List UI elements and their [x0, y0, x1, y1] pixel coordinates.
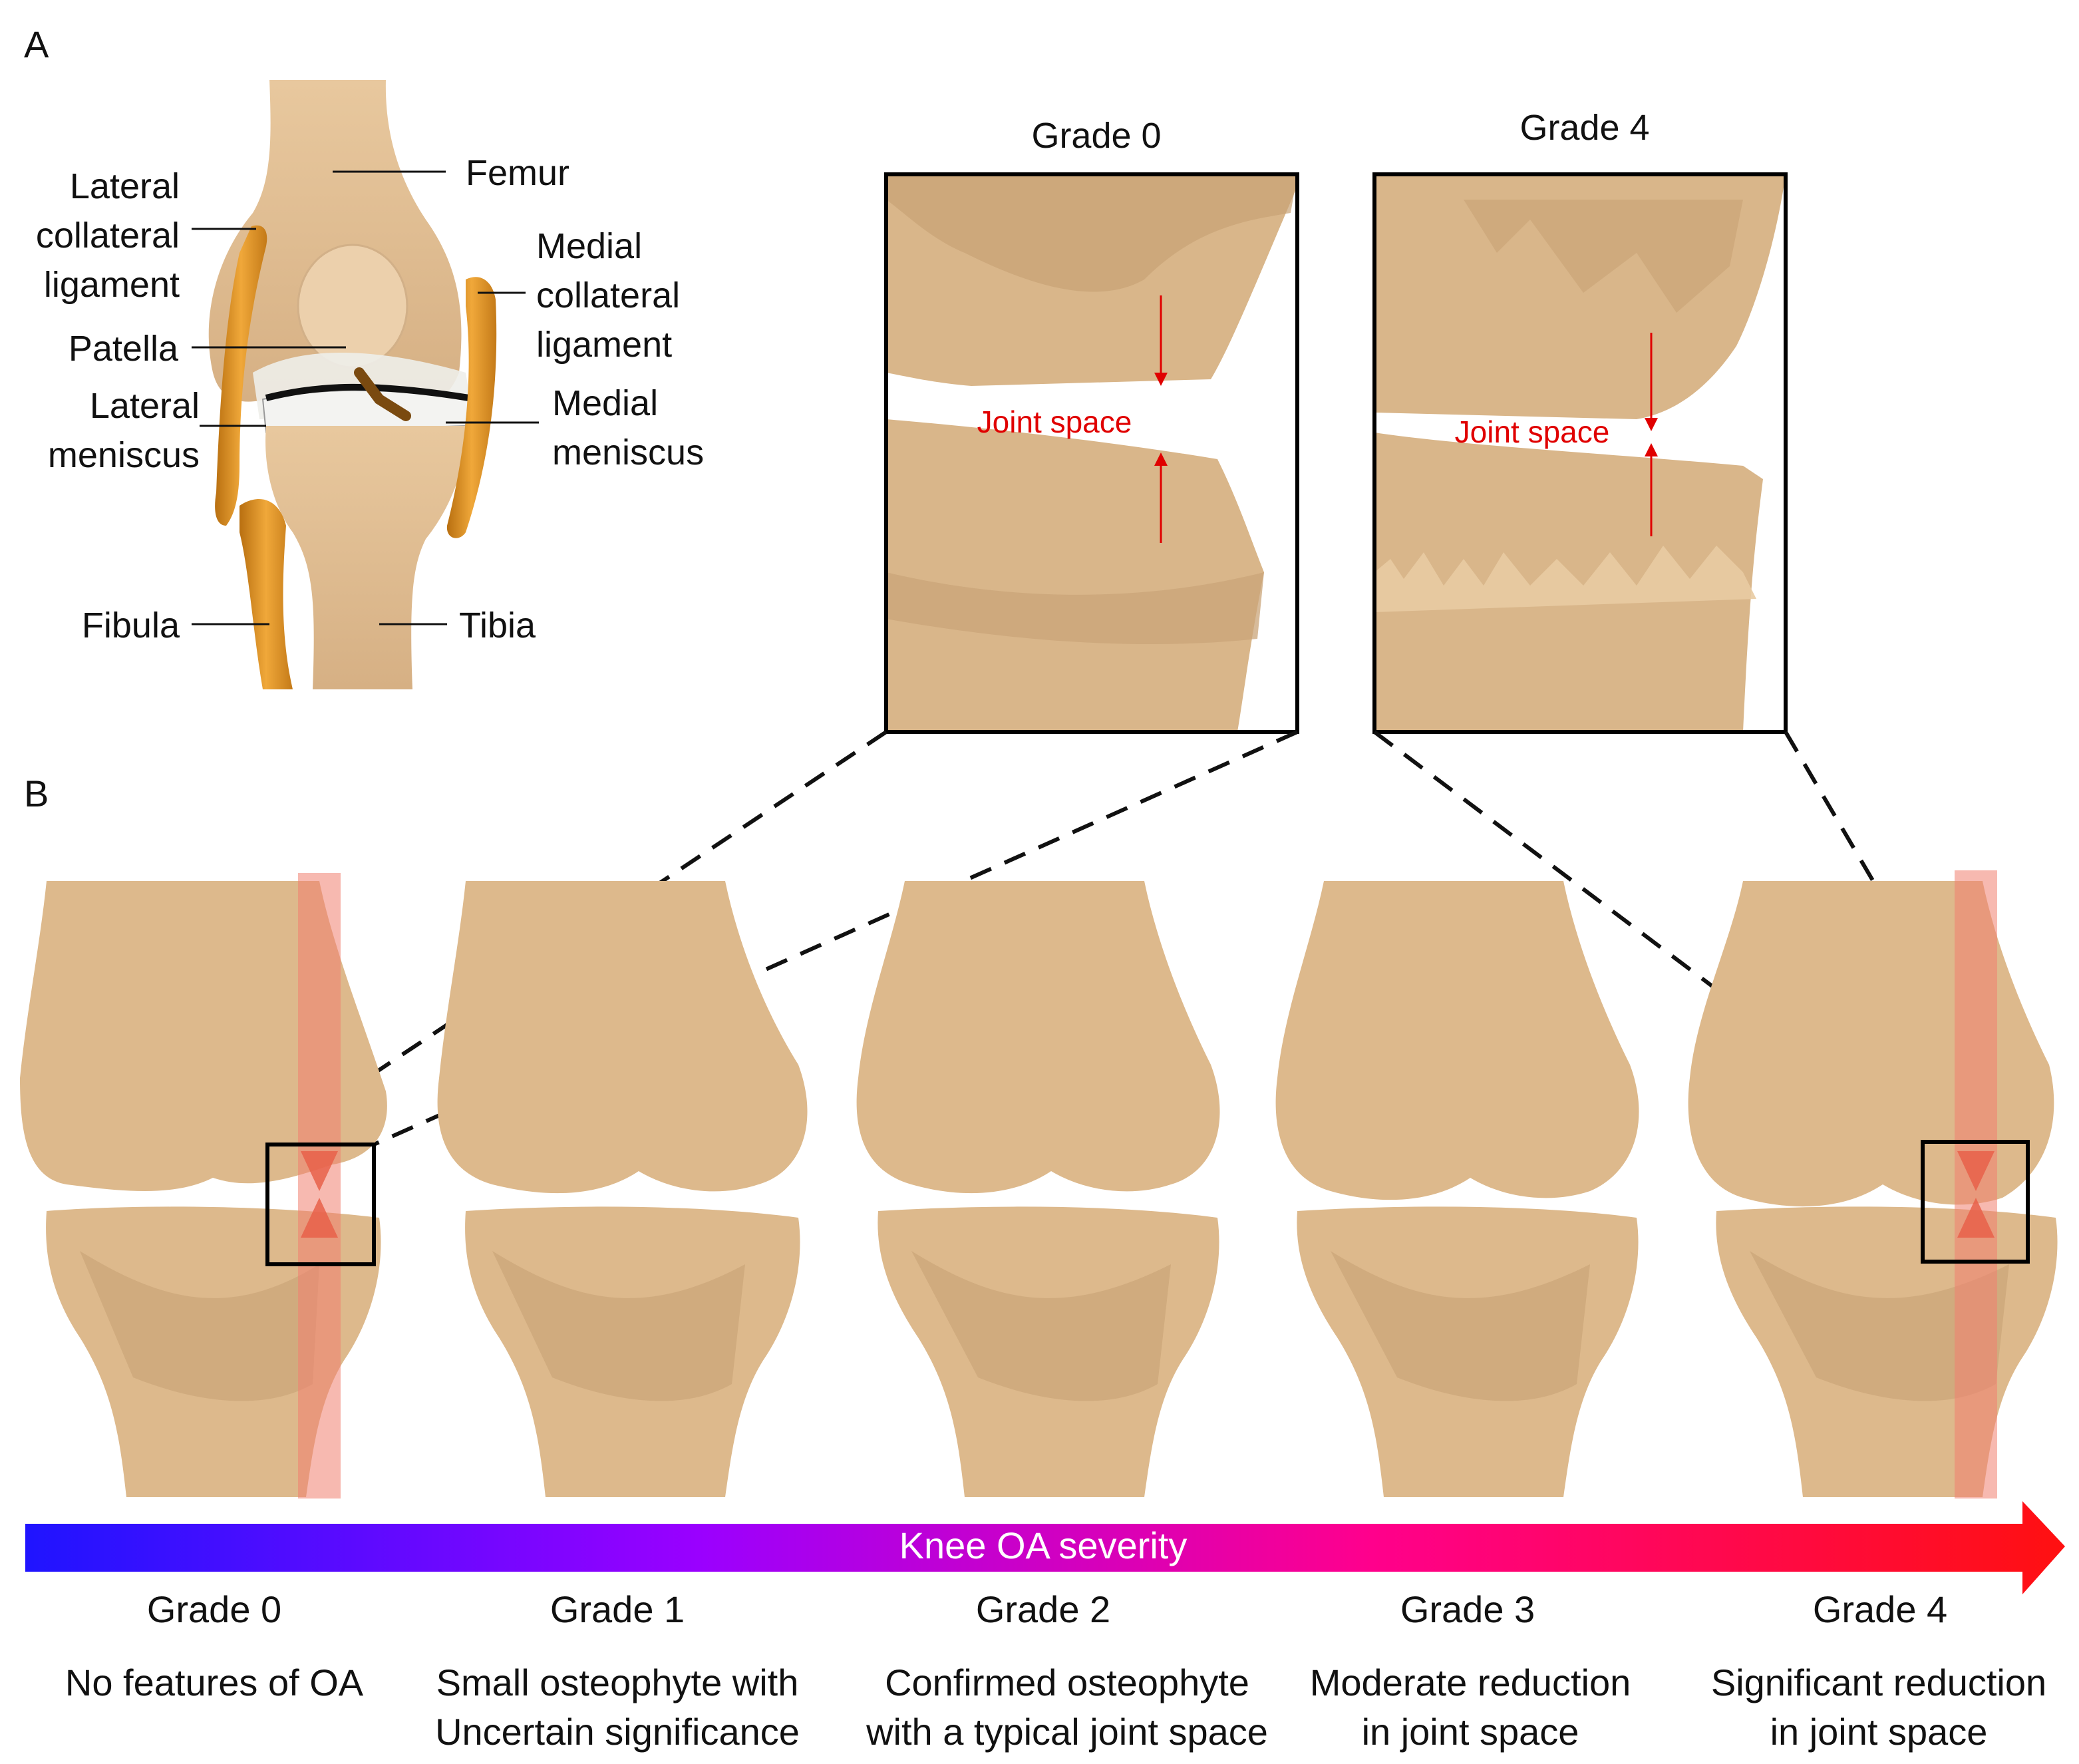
label-lateral-meniscus-2: meniscus [48, 435, 200, 475]
knee-grade3 [1275, 881, 1639, 1497]
zoom-inset-grade0 [886, 174, 1297, 732]
label-medial-meniscus-1: Medial [552, 383, 658, 423]
label-tibia: Tibia [459, 606, 536, 645]
grade-desc-2-line2: with a typical joint space [866, 1711, 1268, 1753]
grade-name-0: Grade 0 [147, 1588, 281, 1630]
zoom-frame-grade0 [884, 172, 1299, 734]
zoom-inset-grade4 [1374, 174, 1786, 732]
label-fibula: Fibula [82, 606, 180, 645]
grade-desc-2-line1: Confirmed osteophyte [885, 1662, 1249, 1703]
grade-name-2: Grade 2 [976, 1588, 1110, 1630]
panel-label-a: A [24, 23, 49, 65]
joint-line-shape [265, 383, 470, 401]
roi-box-grade4 [1921, 1140, 2030, 1264]
severity-arrow [25, 1501, 2065, 1594]
label-patella: Patella [69, 329, 179, 369]
grade-name-3: Grade 3 [1400, 1588, 1535, 1630]
panel-label-b: B [24, 773, 49, 814]
label-mcl-2: collateral [536, 275, 680, 315]
grade-name-4: Grade 4 [1813, 1588, 1947, 1630]
severity-label: Knee OA severity [899, 1524, 1188, 1566]
grade-desc-4-line2: in joint space [1770, 1711, 1988, 1753]
joint-space-arrows-grade0 [1154, 295, 1168, 543]
label-lateral-meniscus-1: Lateral [90, 386, 200, 426]
grade-desc-1-line2: Uncertain significance [435, 1711, 800, 1753]
grade-desc-0-line1: No features of OA [65, 1662, 364, 1703]
joint-space-label-grade0: Joint space [977, 405, 1132, 439]
zoom-title-grade0: Grade 0 [1031, 116, 1161, 156]
label-lcl-3: ligament [44, 265, 180, 305]
grade-desc-3-line1: Moderate reduction [1310, 1662, 1631, 1703]
label-medial-meniscus-2: meniscus [552, 433, 704, 472]
label-femur: Femur [466, 153, 569, 193]
joint-space-label-grade4: Joint space [1455, 415, 1610, 449]
label-mcl-3: ligament [536, 325, 672, 365]
knee-series [20, 881, 2058, 1497]
knee-grade1 [437, 881, 808, 1497]
zoom-frame-grade4 [1372, 172, 1788, 734]
roi-box-grade0 [265, 1143, 376, 1266]
label-lcl-1: Lateral [70, 166, 180, 206]
knee-grade4 [1688, 881, 2058, 1497]
lateral-collateral-ligament-shape [215, 225, 267, 526]
grade-desc-3-line2: in joint space [1362, 1711, 1579, 1753]
label-lcl-2: collateral [36, 216, 180, 256]
cruciate-ligament-shape [354, 367, 411, 421]
zoom-title-grade4: Grade 4 [1519, 108, 1649, 148]
grade-desc-1-line1: Small osteophyte with [436, 1662, 799, 1703]
knee-grade2 [856, 881, 1220, 1497]
knee-grade0 [20, 881, 387, 1497]
knee-anatomy-illustration [208, 80, 497, 689]
fibula-shape [240, 499, 293, 689]
joint-highlight-arrows-grade0 [301, 1151, 338, 1238]
label-mcl-1: Medial [536, 226, 642, 266]
grade-desc-4-line1: Significant reduction [1711, 1662, 2046, 1703]
tibia-shape [265, 426, 469, 689]
medial-collateral-ligament-shape [446, 277, 497, 538]
grade-name-1: Grade 1 [550, 1588, 685, 1630]
joint-highlight-arrows-grade4 [1957, 1151, 1995, 1238]
patella-shape [297, 244, 408, 369]
joint-space-arrows-grade4 [1645, 333, 1658, 536]
anatomy-leader-lines [192, 170, 539, 625]
